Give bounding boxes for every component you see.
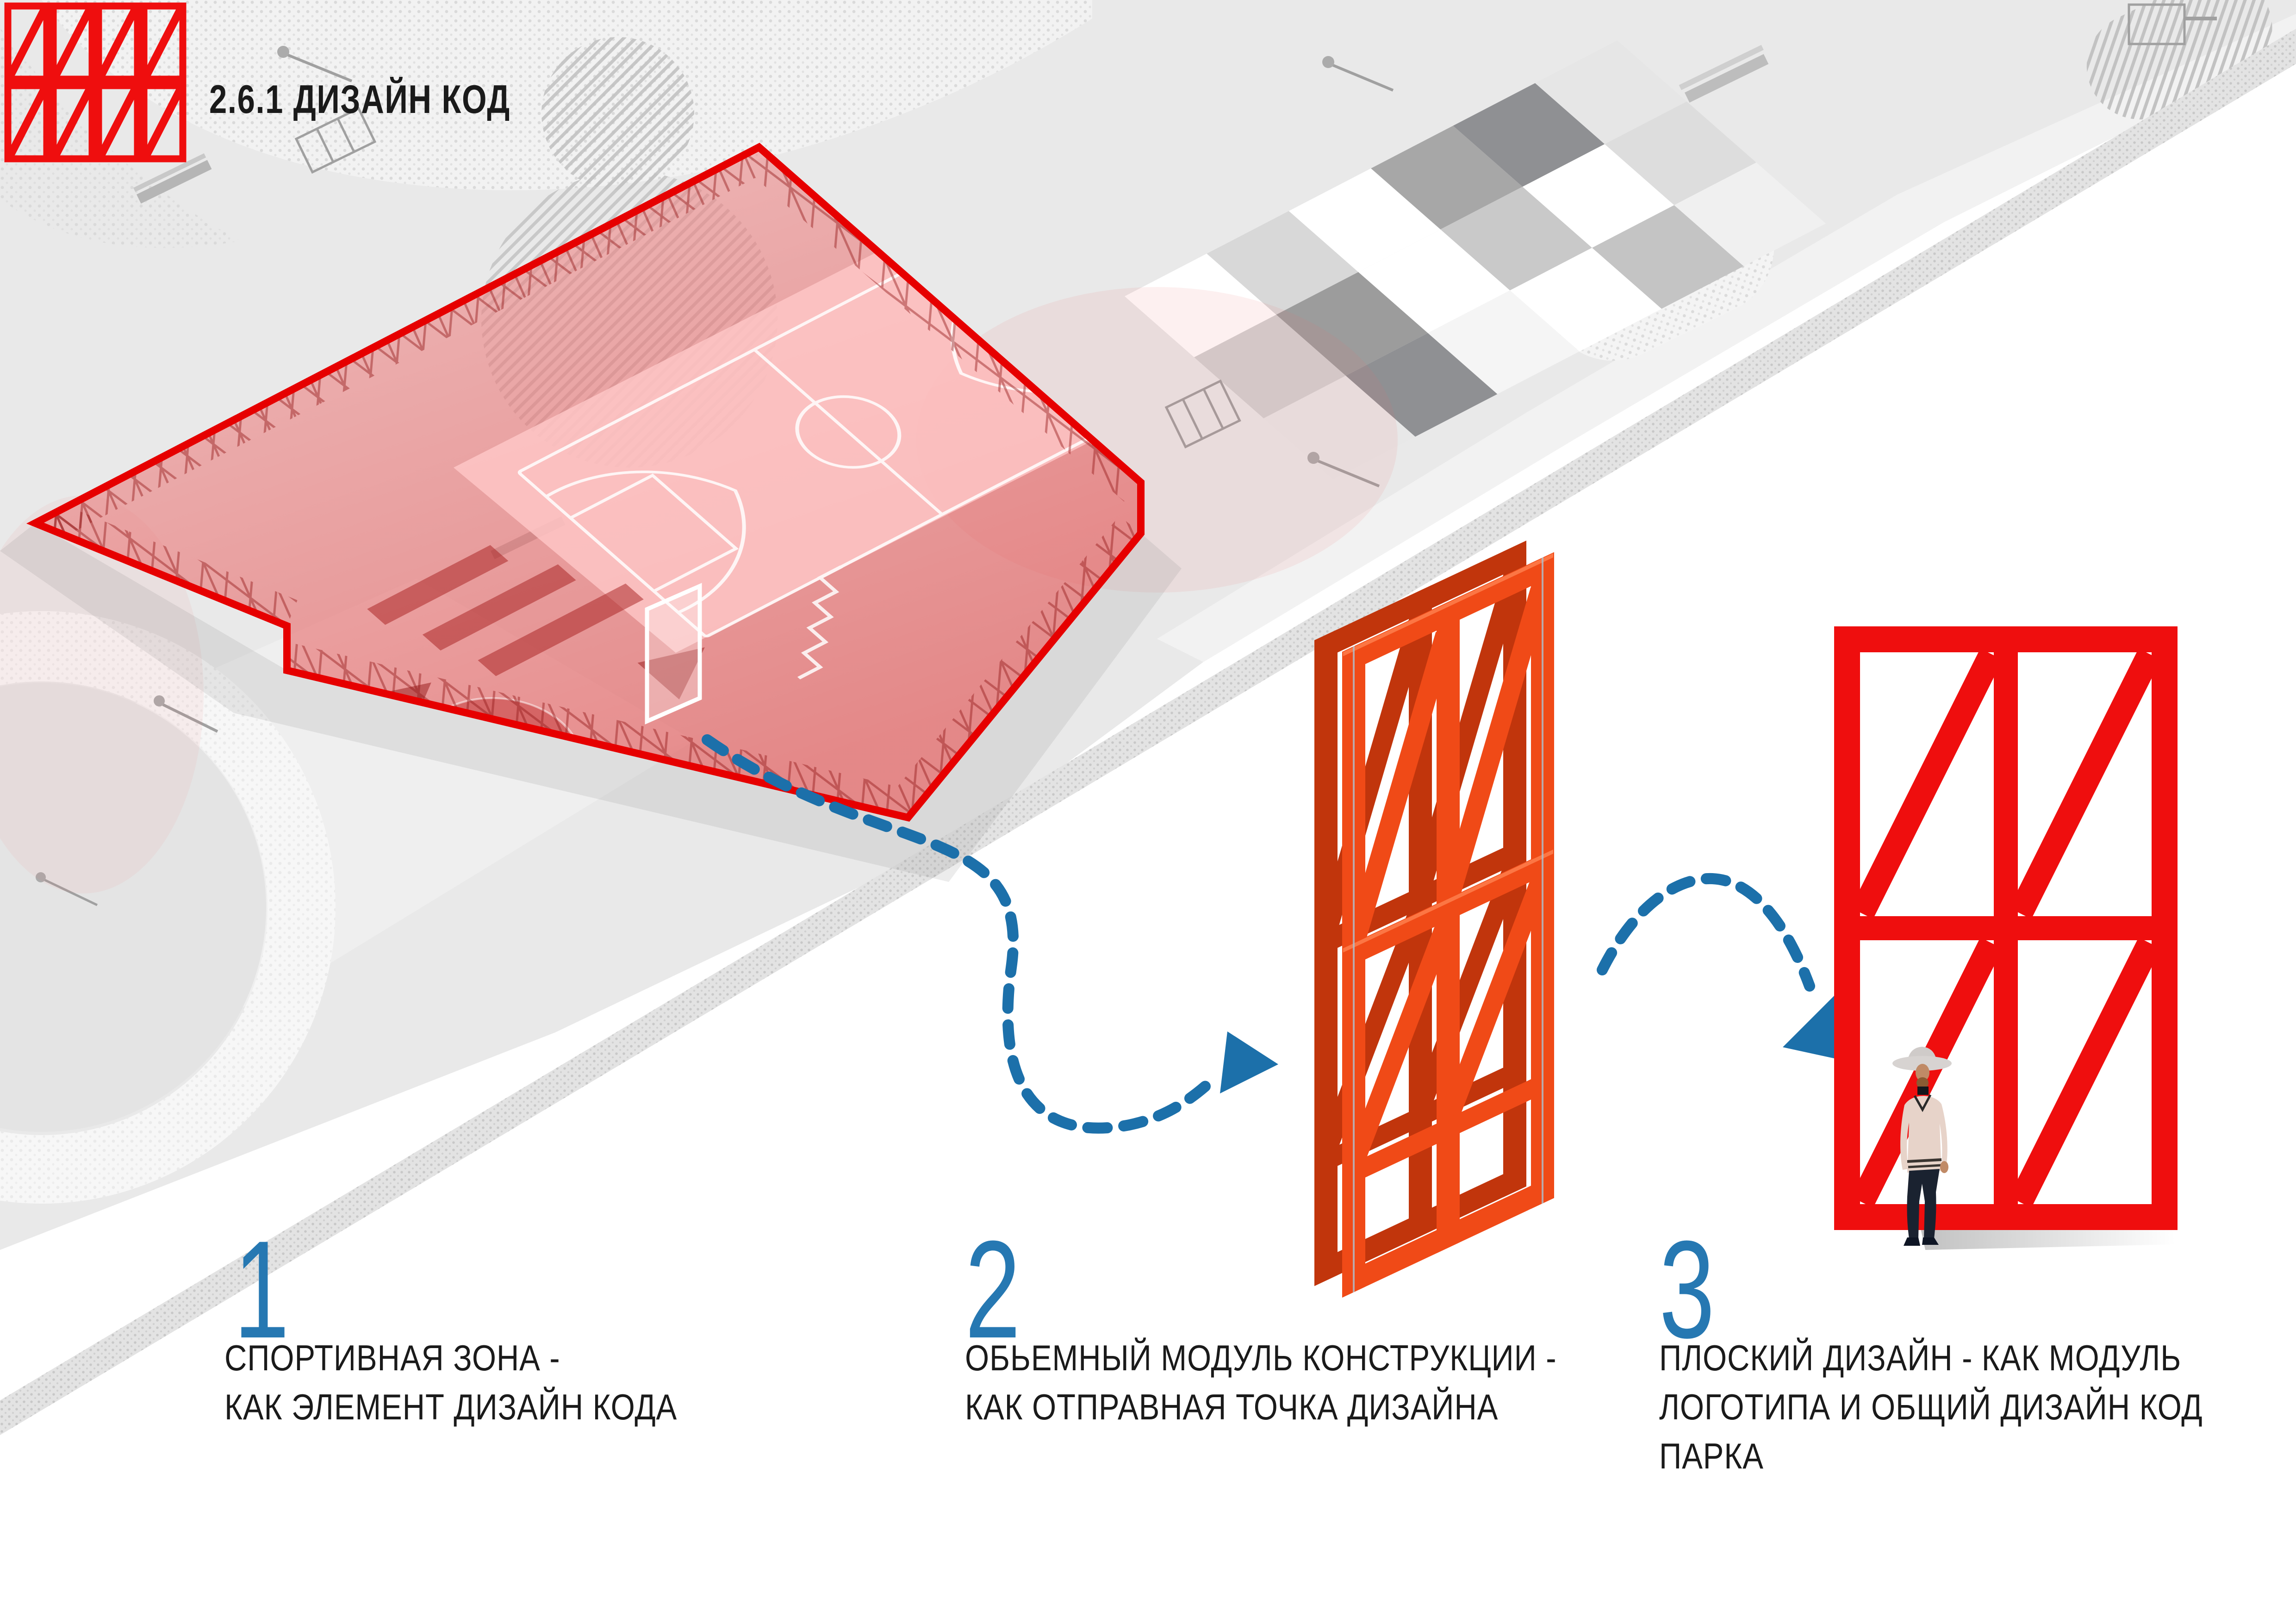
- arrow-zone-to-module: [702, 734, 1278, 1134]
- step-1-caption: СПОРТИВНАЯ ЗОНА - КАК ЭЛЕМЕНТ ДИЗАЙН КОД…: [224, 1333, 677, 1431]
- page-title: 2.6.1 ДИЗАЙН КОД: [209, 77, 510, 122]
- arrow-module-to-pattern: [1597, 873, 1847, 1061]
- step-2-number: 2: [965, 1212, 1021, 1367]
- person-figure: [1892, 1047, 1952, 1246]
- diagonal-path-strip: [0, 29, 2296, 1435]
- circular-track: [0, 611, 336, 1204]
- design-code-logo: [4, 2, 187, 162]
- step-3-number: 3: [1659, 1212, 1715, 1367]
- step-1-number: 1: [234, 1212, 290, 1367]
- step-1-caption-line-2: КАК ЭЛЕМЕНТ ДИЗАЙН КОДА: [224, 1387, 678, 1428]
- beard: [1916, 1077, 1929, 1088]
- step-2-caption-line-1: ОБЬЕМНЫЙ МОДУЛЬ КОНСТРУКЦИИ -: [965, 1337, 1557, 1378]
- step-3-caption-line-2: ЛОГОТИПА И ОБЩИЙ ДИЗАЙН КОД: [1659, 1387, 2203, 1428]
- step-3-caption-line-1: ПЛОСКИЙ ДИЗАЙН - КАК МОДУЛЬ: [1659, 1337, 2182, 1378]
- arrowhead-1: [1220, 1031, 1278, 1093]
- step-2-caption-line-2: КАК ОТПРАВНАЯ ТОЧКА ДИЗАЙНА: [965, 1387, 1499, 1428]
- step-1-caption-line-1: СПОРТИВНАЯ ЗОНА -: [224, 1337, 560, 1378]
- step-3-caption: ПЛОСКИЙ ДИЗАЙН - КАК МОДУЛЬ ЛОГОТИПА И О…: [1659, 1333, 2203, 1480]
- sports-zone-outline: [26, 143, 1145, 822]
- construction-module-3d: [1314, 540, 1554, 1298]
- step-3-caption-line-3: ПАРКА: [1659, 1436, 1764, 1477]
- fence-door: [645, 583, 702, 725]
- sports-zone-shadow: [0, 523, 1182, 882]
- arrowhead-2: [1783, 994, 1847, 1061]
- checkerboard-plaza: [1125, 40, 1826, 480]
- striped-lawn-circle: [541, 37, 694, 190]
- step-2-caption: ОБЬЕМНЫЙ МОДУЛЬ КОНСТРУКЦИИ - КАК ОТПРАВ…: [965, 1333, 1556, 1431]
- flat-design-pattern: [1834, 626, 2178, 1250]
